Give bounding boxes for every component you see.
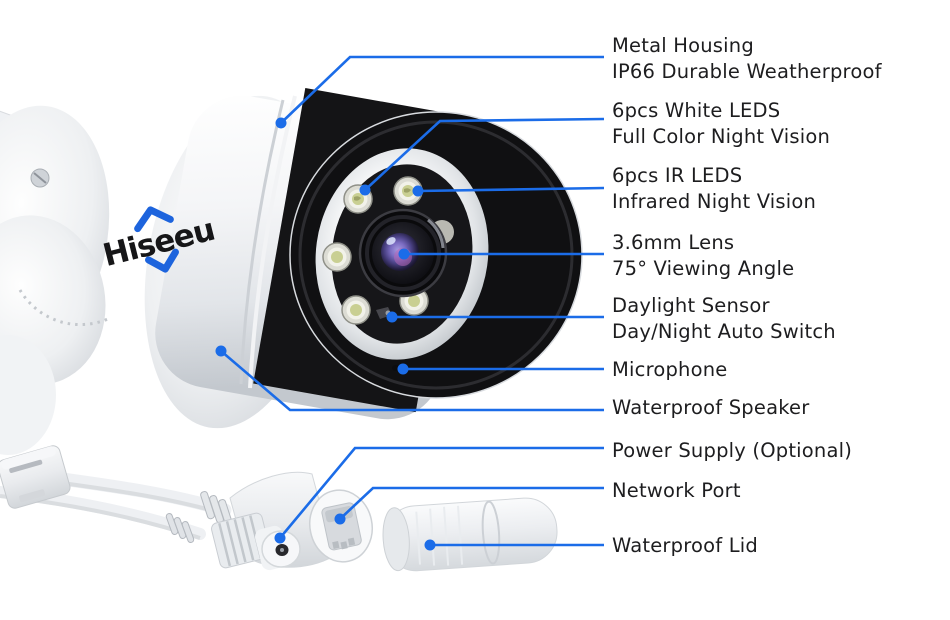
callout-line-metal-housing (280, 55, 604, 124)
callout-lines (220, 55, 605, 547)
rj45-plug (0, 445, 71, 509)
mount-hinge (0, 215, 106, 385)
callout-dot-white-leds (359, 184, 371, 196)
callout-line-ir-leds (417, 186, 605, 193)
lid-groove (481, 500, 501, 565)
label-daylight-sensor: Daylight Sensor Day/Night Auto Switch (612, 294, 836, 343)
callout-line-power-supply (279, 446, 604, 539)
label-waterproof-speaker: Waterproof Speaker (612, 396, 810, 419)
callout-dot-lens (398, 248, 410, 260)
label-ir-leds: 6pcs IR LEDS Infrared Night Vision (612, 164, 817, 213)
lens-specular (386, 237, 396, 245)
label-metal-housing: Metal Housing IP66 Durable Weatherproof (612, 34, 882, 83)
callout-line-waterproof-speaker (220, 350, 604, 412)
mount-screw-slot (33, 172, 47, 184)
label-waterproof-lid: Waterproof Lid (612, 534, 758, 557)
led-ir-1 (393, 176, 423, 206)
callout-dot-waterproof-lid (424, 539, 436, 551)
mount-bracket (0, 105, 111, 455)
logo-shield-top-icon (134, 206, 174, 233)
lens-reflection (427, 218, 445, 249)
label-lens: 3.6mm Lens 75° Viewing Angle (612, 231, 795, 280)
label-network-port: Network Port (612, 479, 741, 502)
housing-groove (239, 99, 285, 385)
callout-dot-power-supply (274, 532, 286, 544)
callout-dot-ir-leds (412, 185, 424, 197)
callout-dots (215, 117, 436, 551)
mount-serration (18, 289, 111, 327)
callout-line-network-port (339, 486, 604, 520)
power-thread (211, 512, 272, 569)
callout-dot-waterproof-speaker (215, 345, 227, 357)
callout-dot-metal-housing (275, 117, 287, 129)
led-white-2 (322, 242, 352, 272)
logo-shield-bottom-icon (145, 248, 179, 273)
housing-groove-highlight (248, 95, 297, 389)
rj45-socket (321, 502, 362, 551)
callout-dot-network-port (334, 513, 346, 525)
label-power-supply: Power Supply (Optional) (612, 439, 853, 462)
callout-dot-microphone (397, 363, 409, 375)
callout-line-white-leds (364, 117, 605, 191)
callout-dot-daylight-sensor (386, 311, 398, 323)
label-microphone: Microphone (612, 358, 728, 381)
cable-assembly (0, 445, 558, 572)
label-white-leds: 6pcs White LEDS Full Color Night Vision (612, 99, 831, 148)
waterproof-lid-part (382, 497, 558, 572)
led-ir-2 (341, 295, 371, 325)
mount-base (0, 335, 56, 455)
